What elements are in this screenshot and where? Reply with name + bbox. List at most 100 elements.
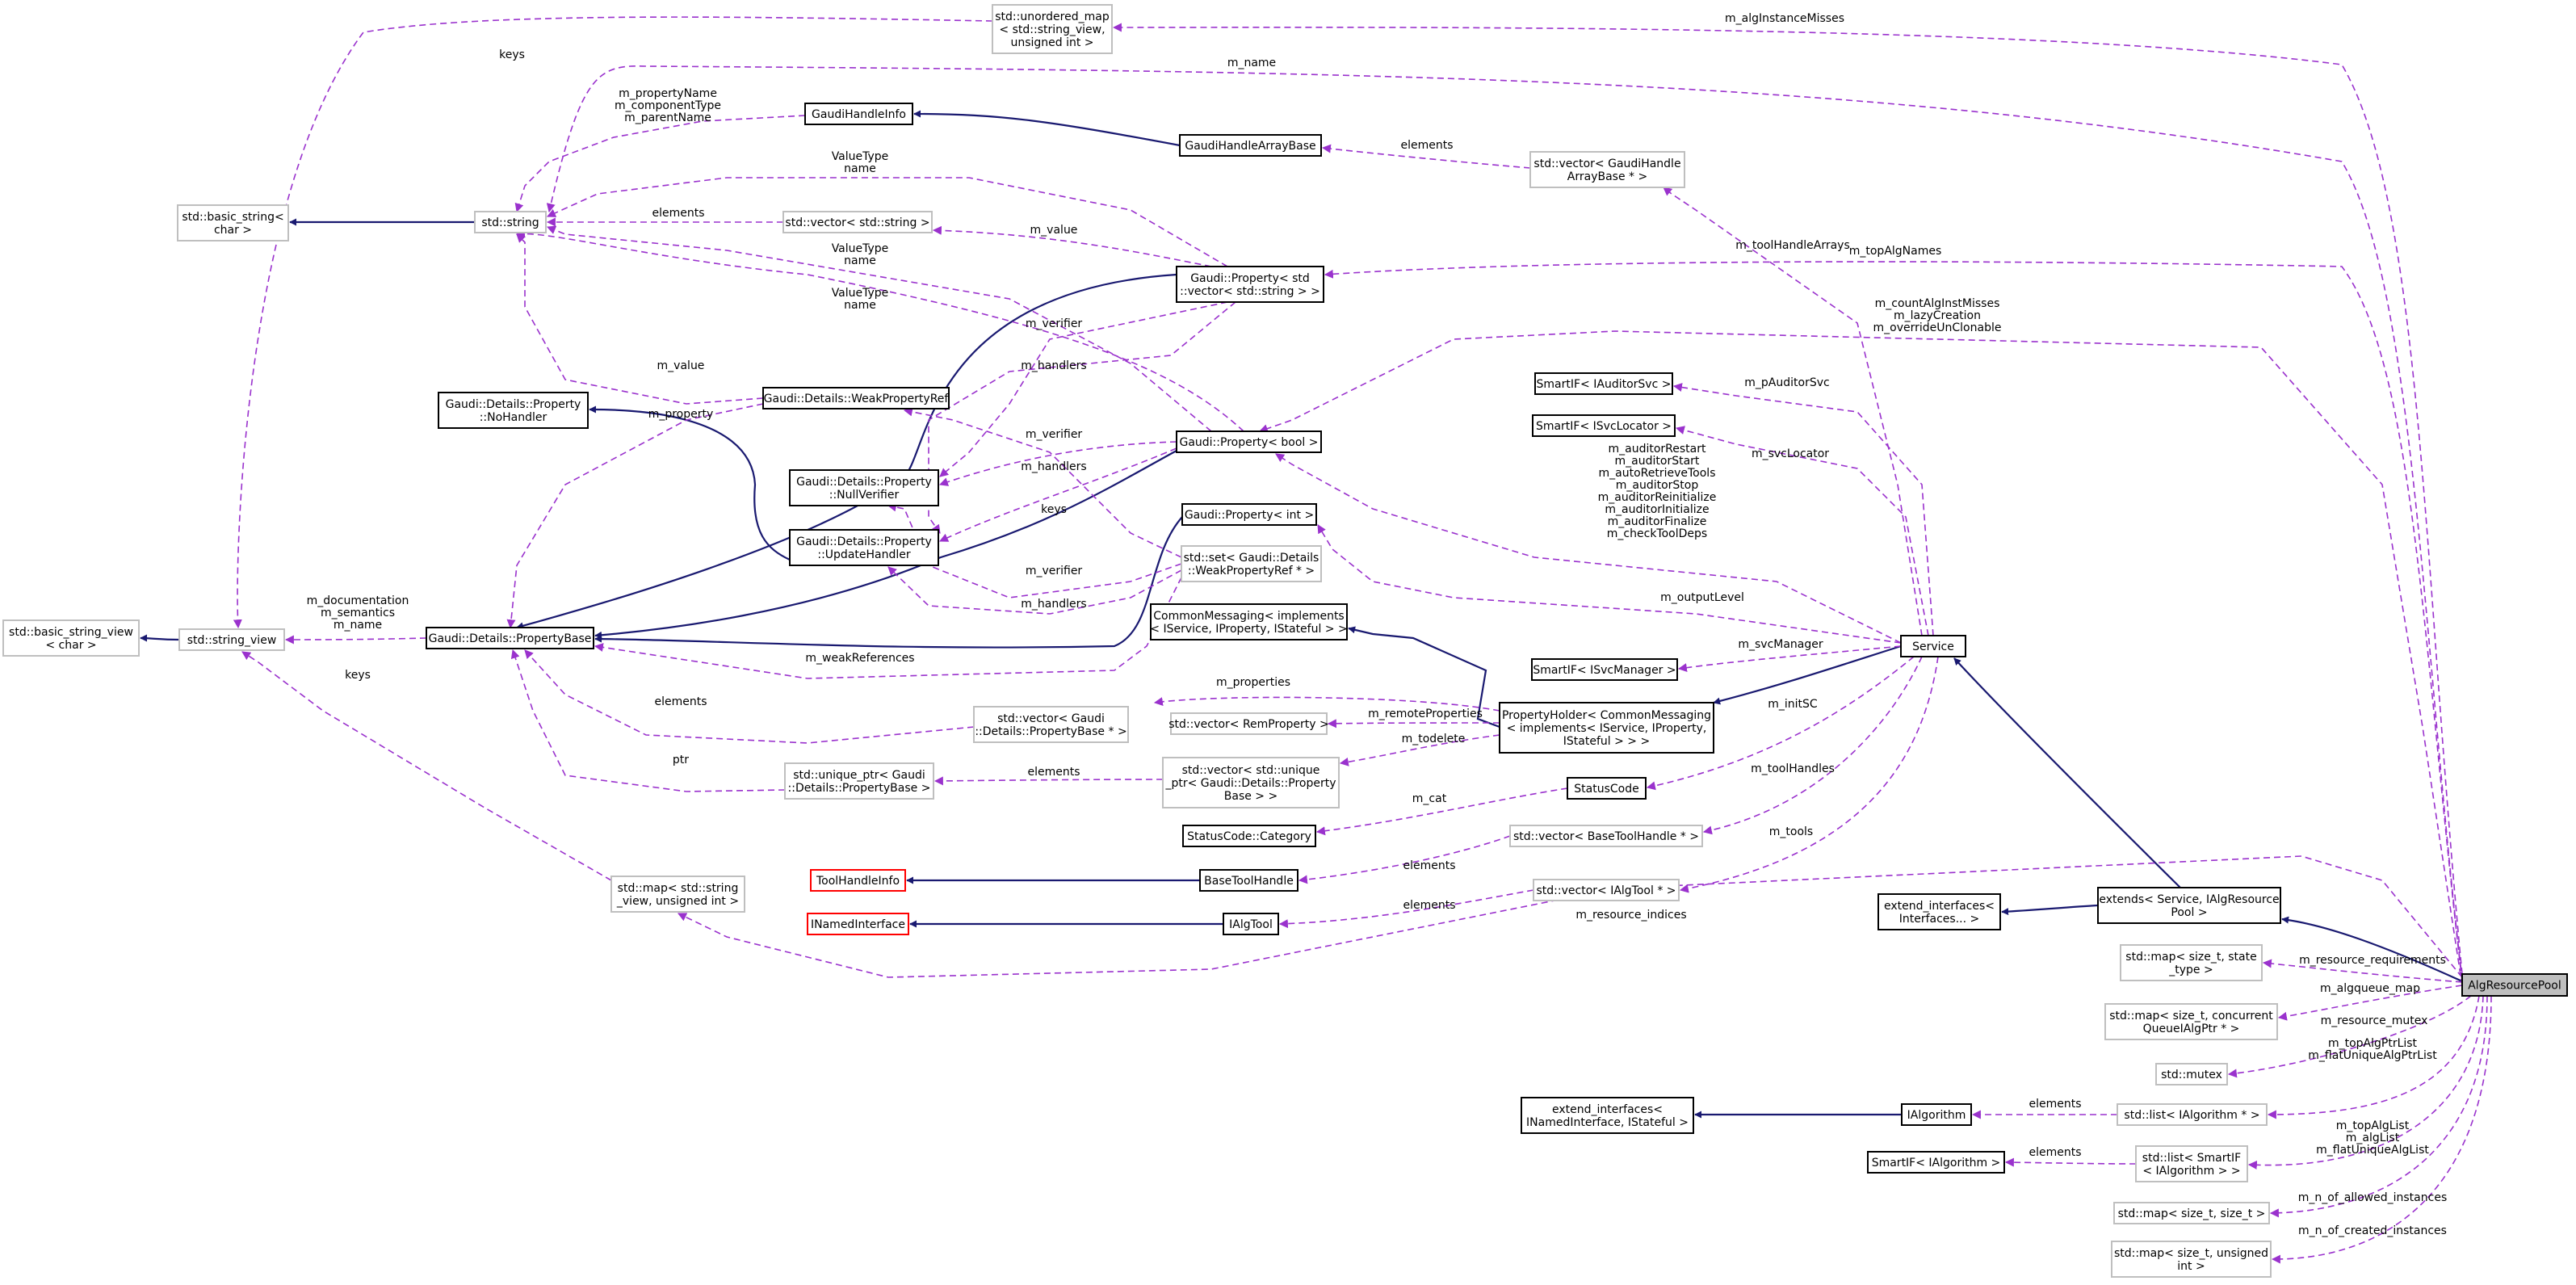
usage-edge [1278,889,1534,929]
class-node-map-state-type[interactable]: std::map< size_t, state_type > [2120,944,2263,981]
edge-label-m-property: m_property [648,408,714,421]
edge-label-m-todelete: m_todelete [1402,733,1466,745]
class-node-umap-sv-uint[interactable]: std::unordered_map< std::string_view,uns… [992,4,1113,54]
usage-edge [2267,995,2480,1119]
class-node-label: GaudiHandleArrayBase [1185,140,1315,153]
usage-edge [2227,995,2472,1078]
usage-edge [1317,524,1902,644]
class-node-label: Gaudi::Details::Property::UpdateHandler [796,535,932,561]
class-node-string-view[interactable]: std::string_view [178,628,285,651]
usage-edge [524,649,975,744]
edge-label-m-toolhandlearrays: m_toolHandleArrays [1735,239,1850,252]
class-node-smartif-svcmanager[interactable]: SmartIF< ISvcManager > [1531,658,1678,681]
class-node-property-nullverifier[interactable]: Gaudi::Details::Property::NullVerifier [789,469,939,506]
inheritance-edge [1953,657,2181,888]
class-node-vec-remproperty[interactable]: std::vector< RemProperty > [1168,712,1329,735]
class-node-property-base[interactable]: Gaudi::Details::PropertyBase [426,627,594,649]
usage-edge [1339,734,1500,766]
class-node-vec-unique-ptr-pb[interactable]: std::vector< std::unique_ptr< Gaudi::Det… [1162,757,1340,808]
class-node-std-string[interactable]: std::string [474,211,547,233]
class-node-label: Gaudi::Property< bool > [1179,436,1318,449]
usage-edge [2004,1157,2137,1167]
class-node-set-weakpropref[interactable]: std::set< Gaudi::Details::WeakPropertyRe… [1181,545,1322,582]
edge-label-m-properties: m_properties [1216,676,1290,689]
class-node-unique-ptr-pb[interactable]: std::unique_ptr< Gaudi::Details::Propert… [784,762,934,800]
class-node-extend-interfaces-inamed[interactable]: extend_interfaces<INamedInterface, IStat… [1521,1097,1694,1134]
class-node-ialgtool[interactable]: IAlgTool [1223,913,1279,935]
usage-edge [514,115,806,213]
class-node-property-nohandler[interactable]: Gaudi::Details::Property::NoHandler [438,392,589,429]
class-node-prop-vec-string[interactable]: Gaudi::Property< std::vector< std::strin… [1176,266,1324,303]
class-node-label: SmartIF< ISvcManager > [1533,664,1676,677]
class-node-service[interactable]: Service [1900,635,1966,657]
class-node-statuscode[interactable]: StatusCode [1567,777,1647,800]
edge-label-m-verifier-1: m_verifier [1026,317,1083,330]
class-node-label: std::set< Gaudi::Details::WeakPropertyRe… [1184,552,1319,577]
class-node-prop-int[interactable]: Gaudi::Property< int > [1181,503,1317,526]
class-node-common-messaging[interactable]: CommonMessaging< implements< IService, I… [1150,603,1348,640]
class-node-label: INamedInterface [811,918,905,931]
usage-edge [2269,995,2488,1218]
class-node-vec-basetoolhandle[interactable]: std::vector< BaseToolHandle * > [1509,825,1703,847]
edge-label-m-svclocator: m_svcLocator [1752,447,1829,460]
class-node-vec-std-string[interactable]: std::vector< std::string > [782,211,933,233]
class-node-label: std::vector< BaseToolHandle * > [1513,830,1699,843]
usage-edge [594,577,1182,679]
edge-label-keys-mid: keys [1041,503,1067,516]
usage-edge [903,407,1182,558]
edge-label-m-topalgnames: m_topAlgNames [1849,245,1942,258]
class-node-list-smartif-ialgorithm[interactable]: std::list< SmartIF< IAlgorithm > > [2135,1145,2248,1182]
class-node-std-mutex[interactable]: std::mutex [2155,1063,2228,1086]
usage-edge [1315,787,1568,836]
class-node-alg-resource-pool[interactable]: AlgResourcePool [2461,973,2568,997]
class-node-inamedinterface[interactable]: INamedInterface [807,913,909,935]
class-node-label: StatusCode [1574,783,1638,796]
class-node-extend-interfaces[interactable]: extend_interfaces<Interfaces... > [1877,893,2001,930]
class-node-label: std::vector< std::unique_ptr< Gaudi::Det… [1164,764,1336,803]
usage-edge [2277,985,2463,1021]
class-node-weak-property-ref[interactable]: Gaudi::Details::WeakPropertyRef [762,387,950,409]
edge-label-elements-pb: elements [654,695,707,708]
class-node-property-updatehandler[interactable]: Gaudi::Details::Property::UpdateHandler [789,529,939,566]
edge-label-elements-bth: elements [1403,859,1455,872]
class-node-label: Gaudi::Details::PropertyBase [429,632,592,645]
class-node-label: IAlgTool [1229,918,1273,931]
class-node-toolhandleinfo[interactable]: ToolHandleInfo [810,869,906,892]
usage-edge [1663,187,1923,636]
class-node-property-holder[interactable]: PropertyHolder< CommonMessaging< impleme… [1499,702,1714,754]
class-node-label: extend_interfaces<Interfaces... > [1884,900,1995,926]
class-node-ialgorithm[interactable]: IAlgorithm [1901,1103,1972,1126]
usage-edge [887,566,1182,615]
class-node-basic-string[interactable]: std::basic_string<char > [177,204,289,241]
usage-edge [241,651,612,881]
class-node-label: std::basic_string<char > [182,211,283,237]
class-node-smartif-svclocator[interactable]: SmartIF< ISvcLocator > [1532,414,1676,437]
class-node-basetoolhandle[interactable]: BaseToolHandle [1199,869,1298,892]
class-node-label: std::string_view [187,634,277,647]
class-node-statuscode-category[interactable]: StatusCode::Category [1182,825,1316,847]
class-node-gaudi-handle-info[interactable]: GaudiHandleInfo [804,103,913,125]
class-node-label: std::string [481,216,539,229]
class-node-map-size-size[interactable]: std::map< size_t, size_t > [2113,1202,2270,1224]
inheritance-edge [913,110,1181,147]
class-node-basic-string-view[interactable]: std::basic_string_view< char > [2,619,140,657]
usage-edge [1679,656,1939,893]
class-node-smartif-ialgorithm[interactable]: SmartIF< IAlgorithm > [1867,1151,2005,1174]
usage-edge [1112,23,2463,975]
class-node-vec-property-base[interactable]: std::vector< Gaudi::Details::PropertyBas… [973,706,1129,743]
edge-label-elements-uptr: elements [1027,766,1080,779]
class-node-prop-bool[interactable]: Gaudi::Property< bool > [1176,430,1322,453]
usage-edge [2271,995,2492,1264]
class-node-smartif-auditor[interactable]: SmartIF< IAuditorSvc > [1534,372,1673,395]
class-node-map-sv-uint[interactable]: std::map< std::string_view, unsigned int… [610,876,745,913]
class-node-gaudi-handle-array-base[interactable]: GaudiHandleArrayBase [1179,134,1322,157]
class-node-vec-ialgtool[interactable]: std::vector< IAlgTool * > [1533,879,1680,901]
class-node-list-ialgorithm-ptr[interactable]: std::list< IAlgorithm * > [2117,1103,2268,1126]
